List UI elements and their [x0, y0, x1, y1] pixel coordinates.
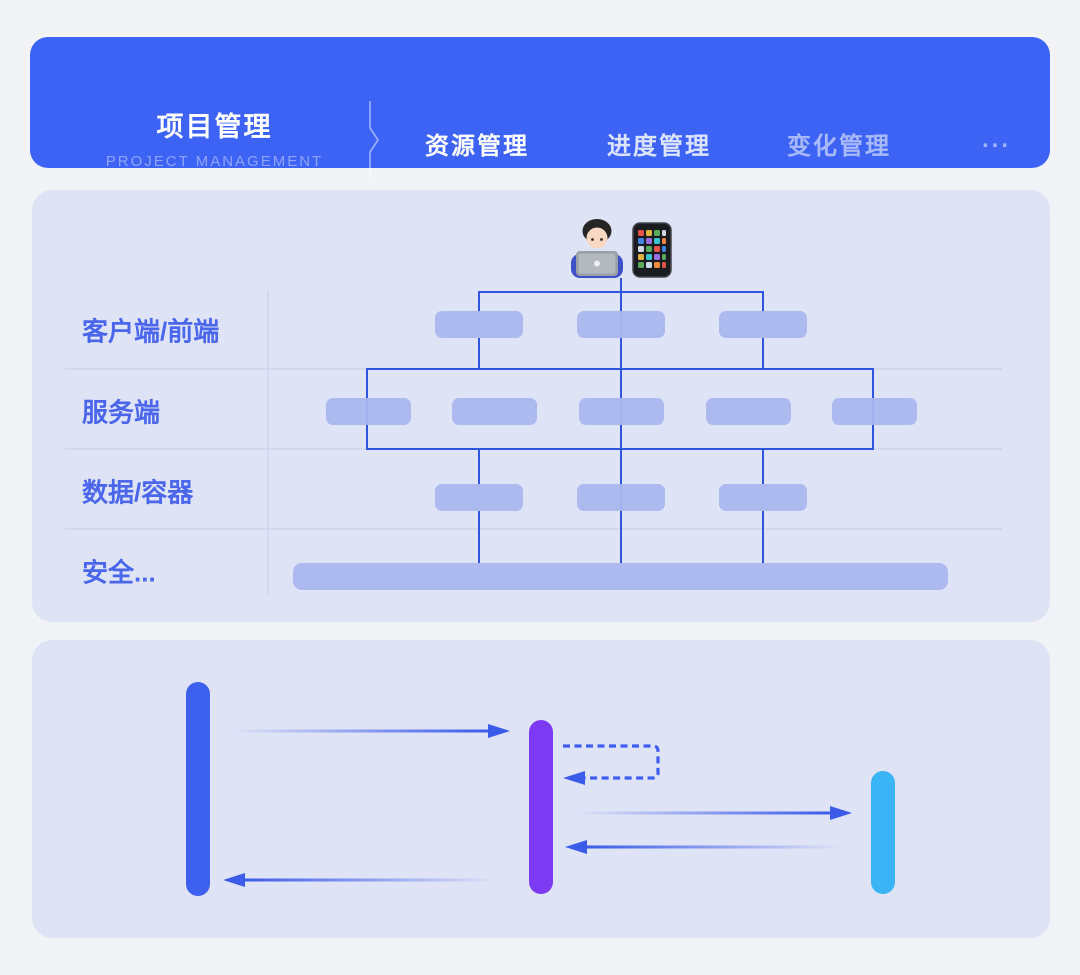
- data-box-1: [435, 484, 523, 511]
- message-self-loop: [563, 744, 660, 785]
- data-box-3: [719, 484, 807, 511]
- server-box-4: [706, 398, 791, 425]
- tab-schedule-management[interactable]: 进度管理: [607, 133, 711, 160]
- server-box-2: [452, 398, 537, 425]
- page-title: 项目管理: [156, 112, 273, 142]
- message-arrow-1: [230, 724, 510, 738]
- smartphone-emoji: [632, 222, 672, 278]
- sequence-diagram: [186, 682, 895, 896]
- architecture-panel: 客户端/前端 服务端 数据/容器 安全...: [32, 190, 1050, 622]
- header-divider-chevron-icon: [369, 101, 379, 179]
- row-label-data: 数据/容器: [82, 477, 194, 508]
- message-arrow-4: [565, 840, 844, 854]
- page-subtitle: PROJECT MANAGEMENT: [105, 153, 324, 170]
- row-label-server: 服务端: [82, 397, 161, 428]
- title-block: 项目管理 PROJECT MANAGEMENT: [92, 105, 337, 170]
- lifeline-purple: [529, 720, 553, 894]
- tab-change-management[interactable]: 变化管理: [787, 133, 891, 160]
- server-box-1: [326, 398, 411, 425]
- server-box-5: [832, 398, 917, 425]
- node-boxes: [293, 311, 948, 590]
- tab-more[interactable]: ...: [982, 126, 1012, 153]
- client-box-1: [435, 311, 523, 338]
- message-arrow-5: [223, 873, 499, 887]
- header-banner: 项目管理 PROJECT MANAGEMENT 资源管理 进度管理 变化管理 .…: [30, 37, 1050, 179]
- client-box-3: [719, 311, 807, 338]
- message-arrow-3: [575, 806, 852, 820]
- lifeline-blue: [186, 682, 210, 896]
- architecture-diagram: [65, 278, 1002, 595]
- tab-resource-management[interactable]: 资源管理: [425, 133, 529, 160]
- server-box-3: [579, 398, 664, 425]
- row-label-security: 安全...: [82, 557, 156, 588]
- security-bar: [293, 563, 948, 590]
- client-box-2: [577, 311, 665, 338]
- row-label-client: 客户端/前端: [82, 316, 220, 347]
- data-box-2: [577, 484, 665, 511]
- lifeline-cyan: [871, 771, 895, 894]
- technologist-emoji: [571, 219, 623, 278]
- sequence-panel: [32, 640, 1050, 938]
